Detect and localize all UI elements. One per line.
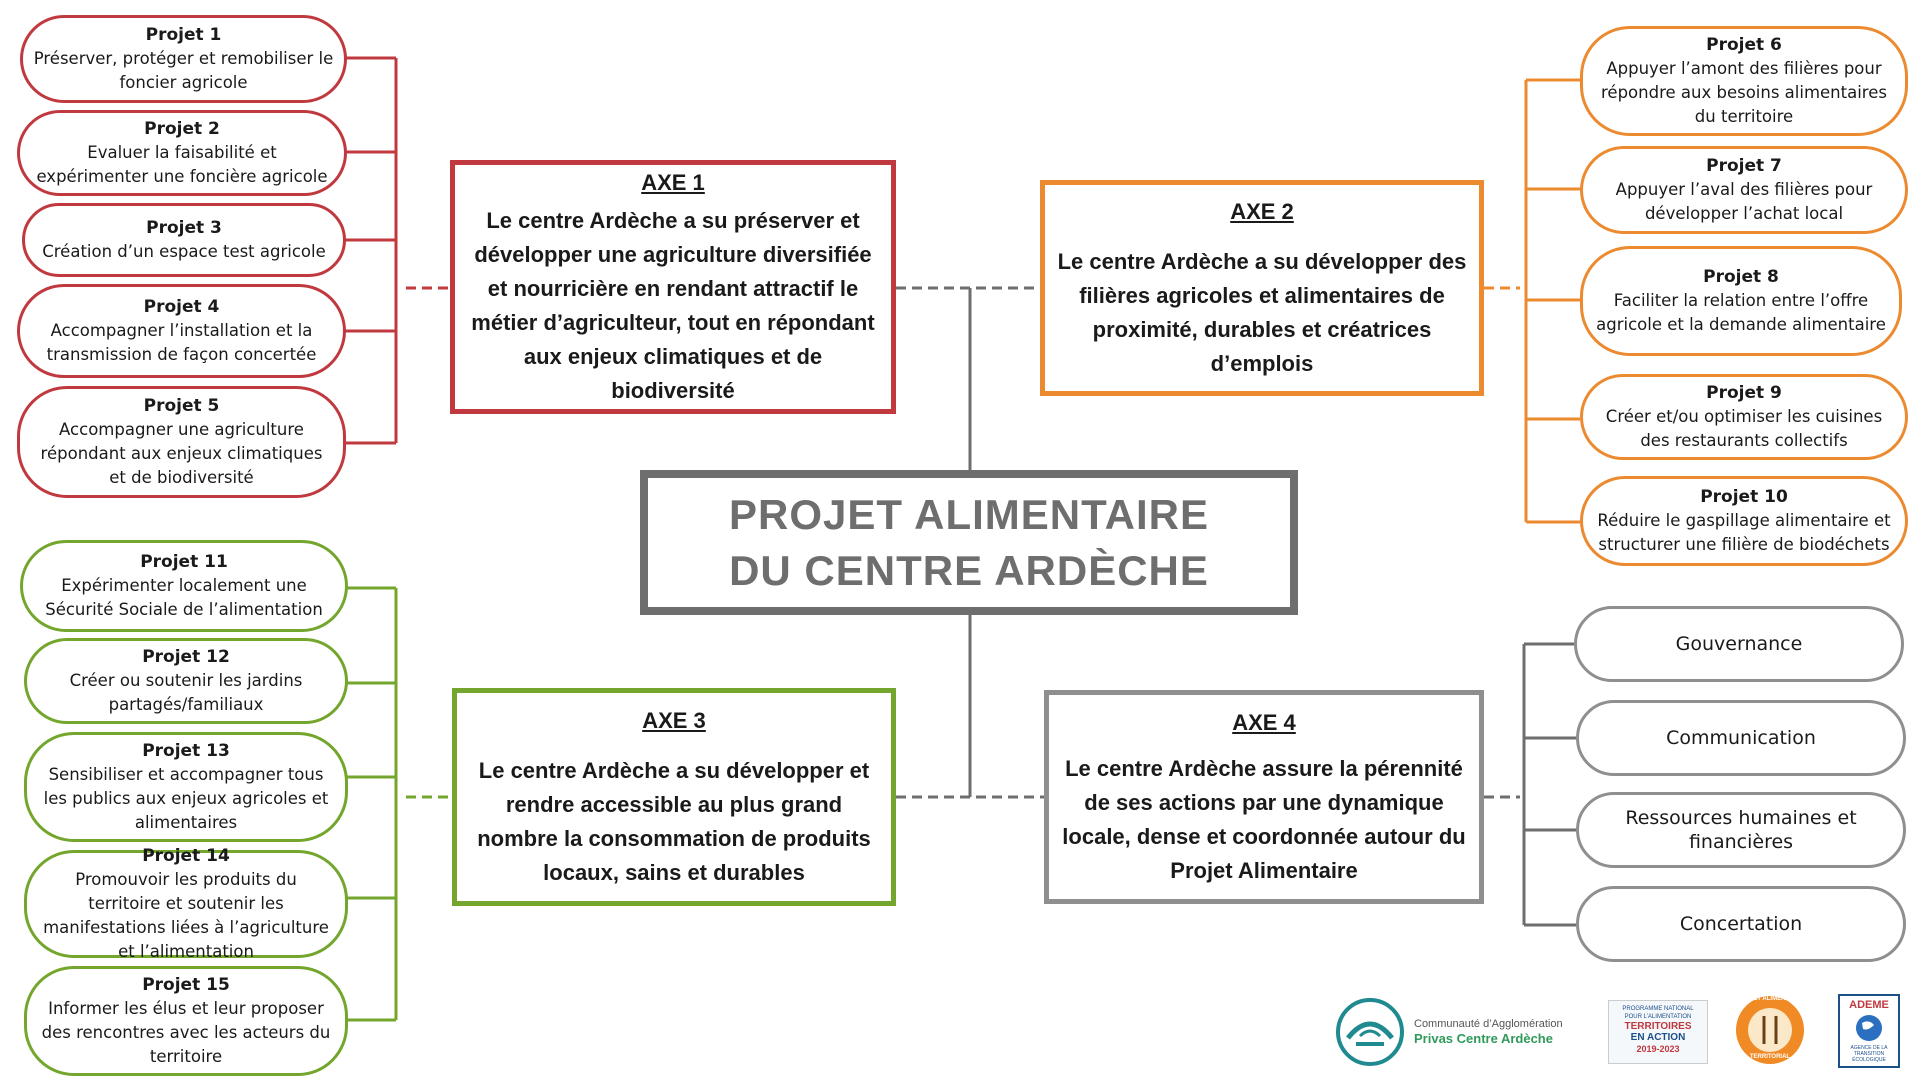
project-text: Préserver, protéger et remobiliser le fo… [33,49,334,92]
project-title: Projet 11 [140,552,228,572]
axe-title: AXE 3 [642,708,706,733]
project-text: Evaluer la faisabilité et expérimenter u… [36,143,328,186]
project-title: Projet 4 [143,297,220,317]
pat-emblem-icon [1736,996,1804,1064]
central-title-box: PROJET ALIMENTAIRE DU CENTRE ARDÈCHE [640,470,1298,615]
axe4-item-concertation: Concertation [1576,886,1906,962]
project-15: Projet 15 Informer les élus et leur prop… [24,966,348,1076]
pat-bottom: TERRITORIAL [1749,1054,1791,1060]
project-text: Créer et/ou optimiser les cuisines des r… [1605,407,1883,450]
central-title-line2: DU CENTRE ARDÈCHE [729,546,1209,594]
project-3: Projet 3 Création d’un espace test agric… [22,203,346,277]
pat-logo: PROJET ALIMENTAIRE TERRITORIAL [1734,994,1806,1066]
project-text: Expérimenter localement une Sécurité Soc… [45,576,323,619]
project-title: Projet 1 [145,25,222,45]
agglo-logo: Communauté d’Agglomération Privas Centre… [1334,996,1566,1068]
project-text: Appuyer l’aval des filières pour dévelop… [1615,180,1873,223]
pnat-line4: EN ACTION [1630,1032,1686,1043]
project-text: Accompagner une agriculture répondant au… [40,420,323,487]
ademe-globe-icon [1856,1015,1882,1041]
project-title: Projet 15 [142,975,230,995]
project-text: Réduire le gaspillage alimentaire et str… [1597,511,1891,554]
axe-title: AXE 2 [1230,199,1294,224]
agglo-line1: Communauté d’Agglomération [1414,1018,1563,1030]
project-8: Projet 8 Faciliter la relation entre l’o… [1580,246,1902,356]
project-10: Projet 10 Réduire le gaspillage alimenta… [1580,476,1908,566]
project-6: Projet 6 Appuyer l’amont des filières po… [1580,26,1908,136]
project-7: Projet 7 Appuyer l’aval des filières pou… [1580,146,1908,234]
project-title: Projet 13 [142,741,230,761]
project-2: Projet 2 Evaluer la faisabilité et expér… [17,110,347,196]
project-title: Projet 3 [146,218,222,238]
project-1: Projet 1 Préserver, protéger et remobili… [20,15,347,103]
project-text: Créer ou soutenir les jardins partagés/f… [69,671,303,714]
pnat-line1: PROGRAMME NATIONAL [1622,1006,1694,1012]
axe4-item-label: Ressources humaines et financières [1625,807,1857,853]
pnat-line3: TERRITOIRES [1624,1021,1692,1032]
project-text: Faciliter la relation entre l’offre agri… [1596,291,1886,334]
ademe-sub: AGENCE DE LA TRANSITION ÉCOLOGIQUE [1850,1045,1888,1063]
axe4-item-label: Communication [1666,727,1816,749]
project-14: Projet 14 Promouvoir les produits du ter… [24,846,348,961]
axe-1-box: AXE 1 Le centre Ardèche a su préserver e… [450,160,896,414]
project-title: Projet 2 [144,119,220,139]
axe4-item-ressources: Ressources humaines et financières [1576,792,1906,868]
project-title: Projet 6 [1706,35,1782,55]
project-13: Projet 13 Sensibiliser et accompagner to… [24,732,348,842]
project-11: Projet 11 Expérimenter localement une Sé… [20,540,348,632]
project-text: Appuyer l’amont des filières pour répond… [1601,59,1887,126]
project-text: Sensibiliser et accompagner tous les pub… [43,765,329,832]
pnat-logo: PROGRAMME NATIONAL POUR L’ALIMENTATION T… [1608,1000,1708,1064]
project-title: Projet 9 [1706,383,1782,403]
project-5: Projet 5 Accompagner une agriculture rép… [17,386,346,498]
pnat-line2: POUR L’ALIMENTATION [1624,1014,1692,1020]
axe-4-box: AXE 4 Le centre Ardèche assure la pérenn… [1044,690,1484,904]
project-title: Projet 10 [1700,487,1788,507]
axe-text: Le centre Ardèche assure la pérennité de… [1062,756,1466,883]
axe-3-box: AXE 3 Le centre Ardèche a su développer … [452,688,896,906]
axe-title: AXE 4 [1232,710,1296,735]
ademe-name: ADEME [1849,999,1889,1011]
project-title: Projet 12 [142,647,230,667]
project-text: Promouvoir les produits du territoire et… [43,870,329,961]
project-text: Accompagner l’installation et la transmi… [46,321,317,364]
central-title-line1: PROJET ALIMENTAIRE [728,490,1210,538]
axe4-item-gouvernance: Gouvernance [1574,606,1904,682]
project-title: Projet 5 [143,396,220,416]
axe-2-box: AXE 2 Le centre Ardèche a su développer … [1040,180,1484,396]
axe-text: Le centre Ardèche a su développer des fi… [1057,249,1467,376]
axe-text: Le centre Ardèche a su préserver et déve… [471,208,875,403]
project-title: Projet 14 [142,846,230,866]
agglo-line2: Privas Centre Ardèche [1414,1031,1553,1046]
axe4-item-label: Concertation [1679,913,1803,935]
pnat-years: 2019-2023 [1636,1044,1680,1054]
project-9: Projet 9 Créer et/ou optimiser les cuisi… [1580,374,1908,460]
project-title: Projet 8 [1703,267,1779,287]
project-text: Création d’un espace test agricole [42,242,326,261]
project-4: Projet 4 Accompagner l’installation et l… [17,284,346,378]
agglo-emblem-icon [1336,998,1404,1066]
axe4-item-communication: Communication [1576,700,1906,776]
project-title: Projet 7 [1706,156,1782,176]
axe-text: Le centre Ardèche a su développer et ren… [477,758,871,885]
project-12: Projet 12 Créer ou soutenir les jardins … [24,638,348,724]
axe-title: AXE 1 [641,170,705,195]
project-text: Informer les élus et leur proposer des r… [41,999,331,1066]
pat-top: PROJET ALIMENTAIRE [1736,996,1803,1002]
axe4-item-label: Gouvernance [1675,633,1803,655]
ademe-logo: ADEME AGENCE DE LA TRANSITION ÉCOLOGIQUE [1838,994,1900,1068]
